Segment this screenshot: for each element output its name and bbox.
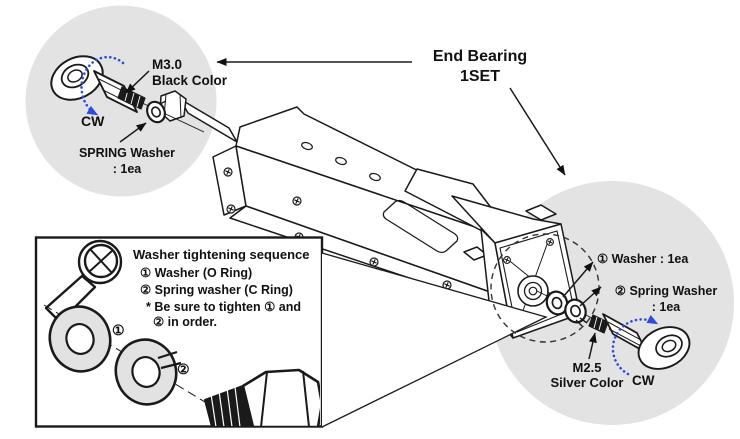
screw-size-right: M2.5 — [572, 360, 602, 375]
washer-flat-right — [545, 290, 569, 316]
sequence-box-title: Washer tightening sequence — [133, 247, 310, 262]
arrow-washer-right — [562, 261, 594, 298]
screw-finish-label-left: Black Color — [152, 73, 228, 88]
spring-washer-label-left: SPRING Washer : 1ea — [52, 145, 202, 177]
washer-o-ring — [48, 305, 112, 373]
top-face-recess — [382, 199, 459, 254]
spring-item-label: ② Spring Washer : 1ea — [602, 283, 730, 315]
cw-rotation-arrows — [80, 55, 659, 376]
sequence-box — [34, 236, 324, 428]
heading-line1: End Bearing — [432, 48, 528, 65]
leader-arrows — [119, 58, 602, 360]
stud-m25 — [588, 314, 609, 334]
arrow-spring-washer-right — [579, 286, 602, 307]
spring-item-line2: : 1ea — [651, 300, 681, 314]
screw-finish-right: Silver Color — [550, 375, 624, 390]
spring-washer-name: SPRING Washer — [78, 146, 176, 160]
arrow-to-right-detail — [509, 87, 566, 176]
end-bearing-heading: End Bearing 1SET — [405, 47, 555, 87]
arrow-spring-washer-left — [119, 122, 147, 143]
sequence-note-line2: ② in order. — [153, 315, 217, 329]
sequence-box-illustration — [43, 239, 320, 426]
spring-washer-qty: : 1ea — [112, 162, 142, 176]
bolt — [204, 368, 320, 426]
arrow-m30 — [125, 70, 150, 94]
sequence-item1: ① Washer (O Ring) — [140, 266, 253, 280]
sequence-note-line1: * Be sure to tighten ① and — [146, 300, 301, 314]
rod-end-bearing-left — [50, 55, 205, 133]
piston-rod — [159, 90, 238, 143]
rod-end-fragment — [44, 239, 123, 324]
marker-washer: ① — [112, 322, 125, 338]
sequence-item2: ② Spring washer (C Ring) — [140, 283, 293, 297]
arrow-m25 — [588, 332, 597, 360]
screw-size-label-left: M3.0 — [152, 57, 183, 72]
case-screws — [223, 167, 452, 290]
cw-label-right: CW — [632, 373, 655, 388]
body-top-tab — [525, 204, 557, 221]
detail-wedge — [321, 252, 548, 428]
marker-spring: ② — [177, 361, 190, 377]
washer-item-label: ① Washer : 1ea — [597, 252, 689, 266]
rod-end-bearing-right — [588, 313, 691, 370]
cw-rotation-arrow-left — [80, 55, 125, 116]
spring-washer-left — [146, 100, 167, 124]
heading-line2: 1SET — [459, 68, 500, 85]
washer-c-ring — [114, 338, 182, 406]
cw-rotation-arrow-right — [611, 314, 659, 376]
cw-label-left: CW — [81, 113, 105, 129]
screw-label-right: M2.5 Silver Color — [545, 360, 629, 390]
top-face-holes — [301, 141, 381, 182]
actuator-body — [159, 90, 557, 308]
spring-item-line1: ② Spring Washer — [614, 284, 718, 298]
